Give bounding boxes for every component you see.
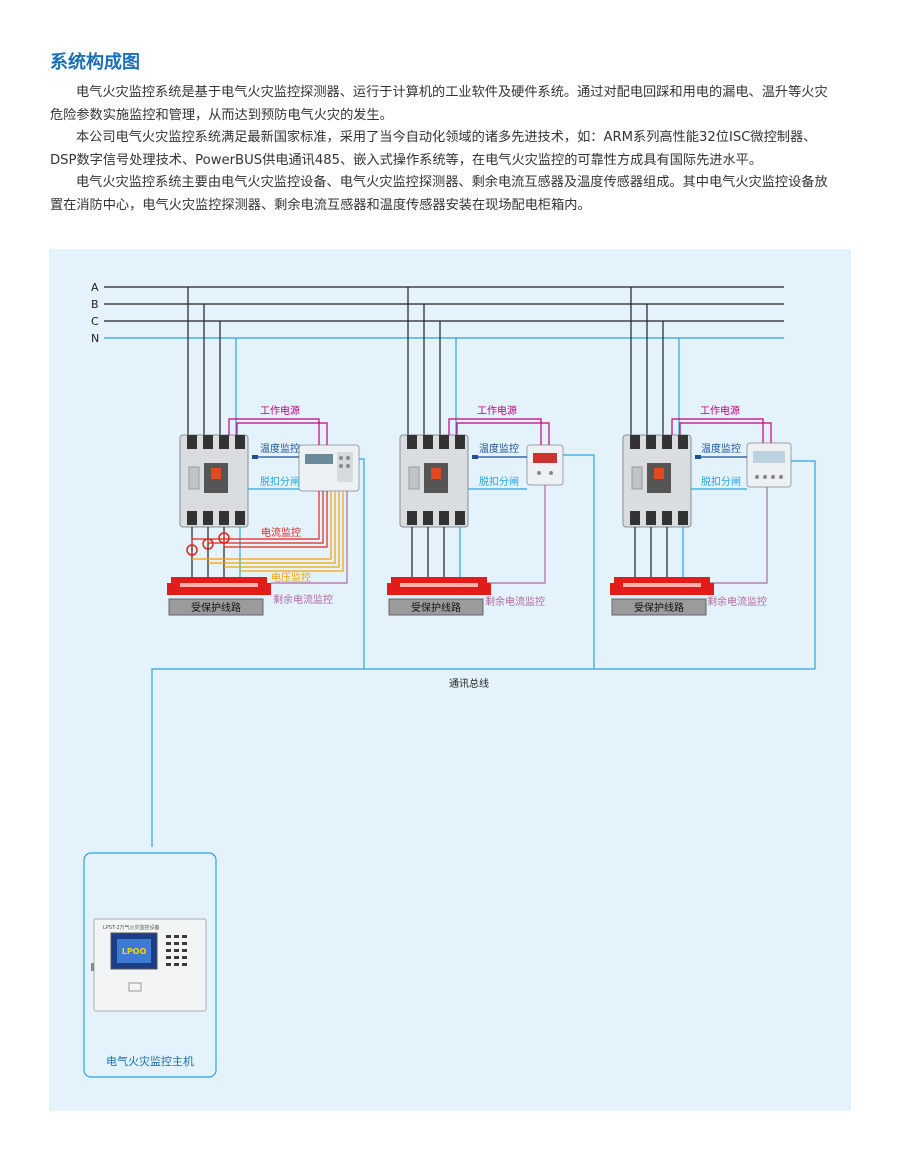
label-protected-line-3: 受保护线路 [634,601,684,614]
fire-detector-device-2 [526,444,564,486]
label-temp-monitor-3: 温度监控 [701,442,741,455]
section-title: 系统构成图 [50,52,140,73]
circuit-breaker-3 [622,434,692,528]
label-temp-monitor-1: 温度监控 [260,442,300,455]
monitor-unit-2: 工作电源 温度监控 脱扣分闸 剩余电流监控 受保护线路 [387,287,595,669]
label-host: 电气火灾监控主机 [106,1054,194,1068]
label-work-power-1: 工作电源 [260,404,300,417]
label-voltage-monitor: 电压监控 [271,571,311,584]
label-trip-1: 脱扣分闸 [260,475,300,488]
label-protected-line-1: 受保护线路 [191,601,241,614]
label-trip-2: 脱扣分闸 [479,475,519,488]
bus-label-a: A [91,281,99,294]
bus-label-n: N [91,332,99,345]
label-protected-line-2: 受保护线路 [411,601,461,614]
comm-bus: 通讯总线 [151,668,815,847]
label-temp-monitor-2: 温度监控 [479,442,519,455]
system-diagram: A B C N [49,249,851,1111]
bus-label-c: C [91,315,99,328]
host-panel-title: LPST-2万气火灾监控设备 [103,924,160,931]
protected-line-box-3 [611,598,707,616]
protected-line-box-2 [388,598,484,616]
monitor-host: LPST-2万气火灾监控设备 LPOO 电气火灾监控主机 [83,852,217,1078]
system-diagram-svg: A B C N [83,281,816,1078]
label-work-power-2: 工作电源 [477,404,517,417]
bus-label-b: B [91,298,99,311]
label-current-monitor: 电流监控 [261,526,301,539]
host-screen-logo: LPOO [122,947,147,956]
fire-detector-device-1 [298,444,360,492]
protected-line-box-1 [168,598,264,616]
monitor-unit-1: 工作电源 温度监控 脱扣分闸 电流监控 电压监控 剩余电流监控 受保护线路 [167,287,365,669]
host-keypad [166,935,187,966]
monitor-unit-3: 工作电源 温度监控 脱扣分闸 剩余电流监控 受保护线路 [610,287,816,669]
label-work-power-3: 工作电源 [700,404,740,417]
intro-paragraph-2: 本公司电气火灾监控系统满足最新国家标准，采用了当今自动化领域的诸多先进技术，如：… [50,130,817,168]
label-residual-current-1: 剩余电流监控 [273,593,333,606]
intro-paragraph-1: 电气火灾监控系统是基于电气火灾监控探测器、运行于计算机的工业软件及硬件系统。通过… [50,85,828,123]
circuit-breaker-2 [399,434,469,528]
fire-detector-device-3 [746,442,792,488]
intro-paragraph-3: 电气火灾监控系统主要由电气火灾监控设备、电气火灾监控探测器、剩余电流互感器及温度… [50,175,828,213]
label-trip-3: 脱扣分闸 [701,475,741,488]
label-residual-current-3: 剩余电流监控 [707,595,767,608]
label-comm-bus: 通讯总线 [449,677,489,690]
circuit-breaker-1 [179,434,249,528]
label-residual-current-2: 剩余电流监控 [485,595,545,608]
